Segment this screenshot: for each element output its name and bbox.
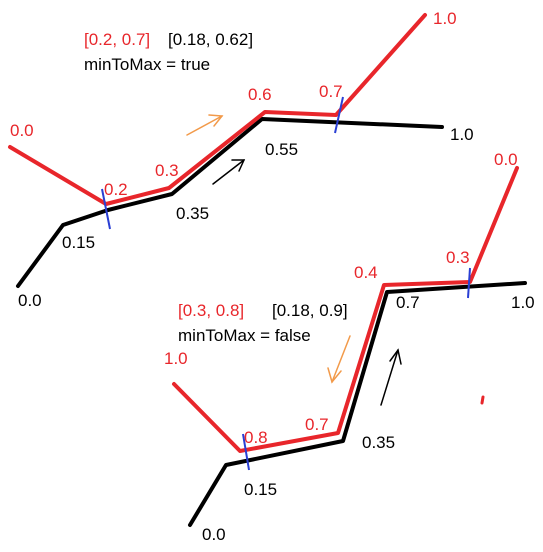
top-black-label: 0.15 <box>62 233 95 252</box>
bottom-red-label: 1.0 <box>164 349 188 368</box>
top-red-label: 0.2 <box>104 180 128 199</box>
bottom-diagram: [0.3, 0.8] [0.18, 0.9] minToMax = false … <box>164 150 535 544</box>
bottom-black-label: 0.15 <box>244 480 277 499</box>
top-black-label: 0.0 <box>18 291 42 310</box>
bottom-black-arrow <box>380 348 402 406</box>
top-diagram: [0.2, 0.7] [0.18, 0.62] minToMax = true … <box>8 9 474 310</box>
bottom-black-label: 0.35 <box>362 433 395 452</box>
top-red-label: 1.0 <box>433 9 457 28</box>
top-start-marker <box>101 188 111 230</box>
top-black-label: 0.55 <box>265 140 298 159</box>
bottom-black-path <box>188 281 527 527</box>
bottom-red-path <box>172 166 519 453</box>
top-red-label: 0.6 <box>248 85 272 104</box>
bottom-red-label: 0.7 <box>305 415 329 434</box>
bottom-flag: minToMax = false <box>178 326 311 345</box>
bottom-end-marker <box>467 267 471 299</box>
bottom-red-label: 0.4 <box>354 263 378 282</box>
top-red-label: 0.7 <box>319 82 343 101</box>
top-red-path <box>8 13 427 206</box>
top-header-actual: [0.18, 0.62] <box>168 30 253 49</box>
bottom-orange-arrow <box>327 335 351 384</box>
bottom-red-label: 0.8 <box>244 428 268 447</box>
top-black-label: 1.0 <box>450 125 474 144</box>
bottom-black-label: 1.0 <box>511 293 535 312</box>
top-black-arrow <box>212 159 246 185</box>
top-header-range: [0.2, 0.7] <box>84 30 150 49</box>
top-red-label: 0.3 <box>155 161 179 180</box>
top-red-label: 0.0 <box>10 121 34 140</box>
bottom-header-actual: [0.18, 0.9] <box>272 301 348 320</box>
bottom-black-label: 0.7 <box>396 293 420 312</box>
bottom-red-label: 0.0 <box>494 150 518 169</box>
top-black-path <box>16 117 444 288</box>
bottom-start-marker <box>242 433 250 471</box>
top-flag: minToMax = true <box>84 55 210 74</box>
top-black-label: 0.35 <box>176 204 209 223</box>
top-orange-arrow <box>186 114 224 136</box>
bottom-red-label: 0.3 <box>446 248 470 267</box>
bottom-header-range: [0.3, 0.8] <box>178 301 244 320</box>
red-stray-mark <box>480 395 485 405</box>
top-end-marker <box>334 96 344 134</box>
bottom-black-label: 0.0 <box>202 525 226 544</box>
